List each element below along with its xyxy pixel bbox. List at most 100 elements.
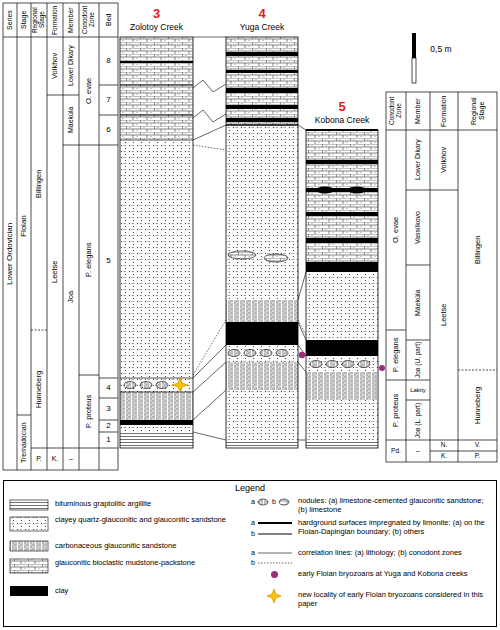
art-line: [17, 415, 31, 416]
art-ellipse: [244, 350, 256, 357]
art-polygon: [172, 377, 188, 393]
stratigraphy-cell: Joa: [63, 145, 79, 448]
stratigraphy-cell: Hunneberg: [31, 330, 47, 448]
art-line: [79, 3, 80, 470]
scale-bar: [412, 33, 416, 83]
stratigraphy-cell: Lower Dikary: [406, 130, 430, 190]
art-line: [99, 398, 118, 399]
art-line: [79, 375, 99, 376]
art-rect: [226, 88, 298, 93]
art-line: [99, 378, 118, 379]
art-rect: [10, 500, 48, 510]
art-rect: [226, 70, 298, 73]
art-rect: [306, 262, 378, 272]
stratigraphy-cell: Formation: [47, 3, 63, 37]
section-title: Yuga Creek: [212, 21, 312, 34]
art-ellipse: [260, 350, 272, 357]
art-line: [193, 320, 226, 375]
stratigraphy-cell: Member: [63, 3, 79, 37]
art-line: [458, 440, 497, 441]
art-line: [193, 37, 226, 38]
art-rect: [306, 130, 378, 262]
art-line: [406, 190, 430, 191]
stratigraphy-cell: –: [406, 440, 430, 462]
art-rect: [10, 541, 48, 551]
art-rect: [10, 559, 48, 573]
stratigraphy-cell: P. elegans: [386, 330, 406, 380]
art-line: [120, 115, 193, 116]
art-rect: [306, 440, 378, 448]
column-kobona: [306, 130, 378, 448]
art-rect: [306, 400, 378, 440]
art-line: [193, 345, 226, 378]
art-line: [17, 3, 18, 470]
art-circle: [379, 365, 385, 371]
art-line: [386, 380, 406, 381]
stratigraphy-cell: Formation: [430, 92, 458, 130]
art-line: [47, 448, 63, 449]
art-rect: [120, 37, 193, 140]
art-rect: [226, 362, 298, 390]
stratigraphy-cell: Lakity: [406, 380, 430, 400]
section-number: 3: [126, 6, 187, 21]
art-line: [31, 3, 32, 470]
art-line: [63, 95, 79, 96]
art-line: [430, 190, 458, 191]
column-zolotoy: [120, 37, 193, 448]
stratigraphy-cell: Floian: [17, 37, 31, 415]
art-line: [258, 522, 292, 524]
bed-number: 8: [99, 37, 118, 85]
art-rect: [3, 3, 118, 470]
legend-text: nodules: (a) limestone-cemented glauconi…: [298, 496, 493, 514]
art-line: [298, 320, 306, 335]
art-rect: [10, 517, 48, 531]
stratigraphy-cell: Joa (L. part): [406, 400, 430, 440]
art-rect: [120, 140, 193, 378]
art-line: [226, 124, 298, 126]
art-line: [3, 37, 118, 38]
section-number: 4: [232, 6, 292, 21]
art-line: [120, 392, 193, 393]
stratigraphy-cell: –: [63, 448, 79, 470]
art-ellipse: [326, 361, 338, 368]
stratigraphy-cell: Volkhov: [47, 37, 63, 95]
art-ellipse: [348, 187, 366, 194]
art-line: [386, 330, 406, 331]
stratigraphy-cell: Lower Dikary: [63, 37, 79, 95]
art-rect: [306, 130, 378, 448]
art-ellipse: [140, 382, 152, 389]
art-rect: [226, 37, 298, 448]
legend-text: glauconitic bioclastic mudstone-packston…: [55, 558, 240, 567]
art-rect: [120, 420, 193, 425]
legend-dot: [271, 571, 278, 578]
legend-text: clay: [55, 586, 240, 595]
stratigraphy-cell: Series: [3, 3, 17, 37]
art-line: [99, 420, 118, 421]
art-line: [258, 553, 292, 554]
art-line: [298, 272, 306, 300]
art-rect: [226, 440, 298, 448]
art-line: [63, 145, 79, 146]
art-ellipse: [264, 254, 288, 262]
art-circle: [299, 352, 305, 358]
stratigraphy-cell: Hunneberg: [458, 370, 497, 440]
left-table: [3, 3, 118, 470]
art-ellipse: [258, 499, 268, 505]
legend-letter: b: [249, 529, 257, 539]
legend-text: correlation lines: (a) lithology; (b) co…: [298, 548, 493, 557]
stratigraphy-cell: V.: [458, 440, 497, 451]
art-line: [458, 451, 497, 452]
art-polyline: [193, 110, 226, 122]
stratigraphy-cell: P. elegans: [79, 145, 99, 375]
art-line: [99, 3, 100, 470]
locality-markers: [172, 352, 385, 393]
legend-text: bituminous graptolitic argillite: [55, 499, 240, 508]
art-ellipse: [310, 361, 322, 368]
art-line: [386, 130, 497, 131]
art-line: [298, 362, 306, 372]
stratigraphy-cell: Volkhov: [430, 130, 458, 190]
art-ellipse: [124, 382, 136, 389]
stratigraphy-cell: Billingen: [31, 37, 47, 330]
stratigraphy-cell: Regional Stage: [458, 92, 497, 130]
